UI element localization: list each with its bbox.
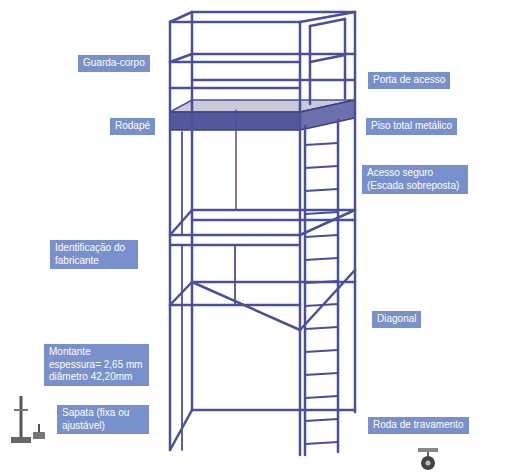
callout-text: Rodapé (115, 120, 150, 133)
callout-text: Porta de acesso (373, 74, 445, 87)
callout-box: Diagonal (372, 311, 421, 328)
callout-box: Identificação do fabricante (50, 240, 138, 269)
base-plate-icon (11, 396, 45, 443)
callout-text: Roda de travamento (373, 419, 464, 432)
wheel-icon (418, 448, 438, 470)
callout-text: Diagonal (377, 313, 416, 326)
callout-box: Guarda-corpo (78, 55, 150, 72)
callout-box: Acesso seguro (Escada sobreposta) (362, 165, 468, 194)
callout-box: Sapata (fixa ou ajustável) (57, 405, 149, 434)
callout-text: Montante espessura= 2,65 mm diâmetro 42,… (49, 346, 144, 384)
callout-text: Sapata (fixa ou ajustável) (62, 407, 144, 432)
callout-text: Identificação do fabricante (55, 242, 133, 267)
callout-box: Piso total metálico (366, 118, 457, 135)
callout-text: Acesso seguro (Escada sobreposta) (367, 167, 463, 192)
callout-box: Montante espessura= 2,65 mm diâmetro 42,… (44, 344, 149, 386)
callout-text: Piso total metálico (371, 120, 452, 133)
callout-text: Guarda-corpo (83, 57, 145, 70)
callout-box: Rodapé (110, 118, 155, 135)
callout-box: Roda de travamento (368, 417, 469, 434)
callout-box: Porta de acesso (368, 72, 450, 89)
